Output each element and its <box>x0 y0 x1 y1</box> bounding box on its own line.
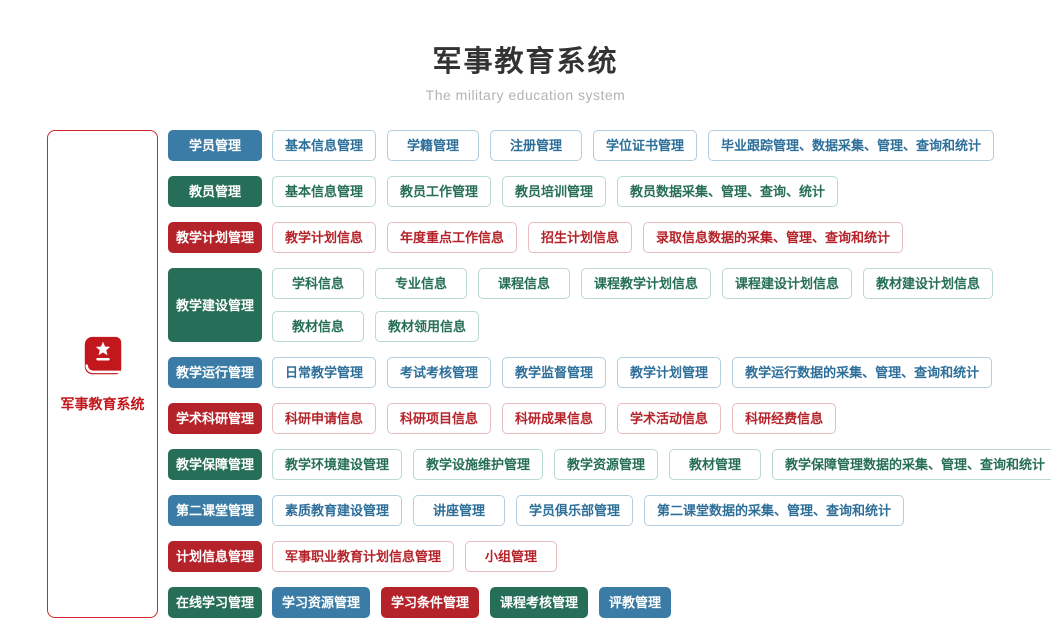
module-item-button[interactable]: 教材建设计划信息 <box>863 268 994 299</box>
module-header-button[interactable]: 教员管理 <box>168 176 262 207</box>
page-title: 军事教育系统 <box>432 46 619 78</box>
module-item-rows: 基本信息管理教员工作管理教员培训管理教员数据采集、管理、查询、统计 <box>272 176 839 207</box>
module-item-row: 学科信息专业信息课程信息课程教学计划信息课程建设计划信息教材建设计划信息 <box>272 268 994 299</box>
module-header-button[interactable]: 第二课堂管理 <box>168 495 262 526</box>
module-rows: 学员管理基本信息管理学籍管理注册管理学位证书管理毕业跟踪管理、数据采集、管理、查… <box>168 130 1051 618</box>
module-item-row: 基本信息管理学籍管理注册管理学位证书管理毕业跟踪管理、数据采集、管理、查询和统计 <box>272 130 995 161</box>
module-item-button[interactable]: 教学计划信息 <box>272 222 377 253</box>
module-item-rows: 基本信息管理学籍管理注册管理学位证书管理毕业跟踪管理、数据采集、管理、查询和统计 <box>272 130 995 161</box>
module-item-button[interactable]: 课程信息 <box>478 268 570 299</box>
module-item-button[interactable]: 基本信息管理 <box>272 176 377 207</box>
module-header-button[interactable]: 教学建设管理 <box>168 268 262 342</box>
module-header-button[interactable]: 教学计划管理 <box>168 222 262 253</box>
module-item-button[interactable]: 考试考核管理 <box>387 357 492 388</box>
module-item-button[interactable]: 科研经费信息 <box>732 403 837 434</box>
module-item-button[interactable]: 学习资源管理 <box>272 587 371 618</box>
module-item-button[interactable]: 军事职业教育计划信息管理 <box>272 541 455 572</box>
module-item-button[interactable]: 教材管理 <box>669 449 762 480</box>
page-subtitle: The military education system <box>425 87 626 103</box>
module-header-button[interactable]: 学术科研管理 <box>168 403 262 434</box>
module-row: 第二课堂管理素质教育建设管理讲座管理学员俱乐部管理第二课堂数据的采集、管理、查询… <box>168 495 905 526</box>
module-item-row: 军事职业教育计划信息管理小组管理 <box>272 541 558 572</box>
module-item-button[interactable]: 教学设施维护管理 <box>413 449 544 480</box>
module-item-row: 日常教学管理考试考核管理教学监督管理教学计划管理教学运行数据的采集、管理、查询和… <box>272 357 993 388</box>
module-item-button[interactable]: 学籍管理 <box>387 130 480 161</box>
module-item-button[interactable]: 讲座管理 <box>413 495 506 526</box>
module-item-row: 教学计划信息年度重点工作信息招生计划信息录取信息数据的采集、管理、查询和统计 <box>272 222 904 253</box>
module-item-rows: 教学计划信息年度重点工作信息招生计划信息录取信息数据的采集、管理、查询和统计 <box>272 222 904 253</box>
module-item-button[interactable]: 小组管理 <box>465 541 558 572</box>
module-item-button[interactable]: 学位证书管理 <box>593 130 698 161</box>
module-item-button[interactable]: 日常教学管理 <box>272 357 377 388</box>
module-item-row: 教材信息教材领用信息 <box>272 311 993 342</box>
module-row: 教学计划管理教学计划信息年度重点工作信息招生计划信息录取信息数据的采集、管理、查… <box>168 222 904 253</box>
module-row: 学员管理基本信息管理学籍管理注册管理学位证书管理毕业跟踪管理、数据采集、管理、查… <box>168 130 995 161</box>
module-item-rows: 素质教育建设管理讲座管理学员俱乐部管理第二课堂数据的采集、管理、查询和统计 <box>272 495 905 526</box>
page-header: 军事教育系统 The military education system <box>0 0 1051 103</box>
module-item-button[interactable]: 教学资源管理 <box>554 449 659 480</box>
module-row: 教学运行管理日常教学管理考试考核管理教学监督管理教学计划管理教学运行数据的采集、… <box>168 357 993 388</box>
module-item-button[interactable]: 专业信息 <box>375 268 467 299</box>
module-row: 教员管理基本信息管理教员工作管理教员培训管理教员数据采集、管理、查询、统计 <box>168 176 839 207</box>
module-item-row: 学习资源管理学习条件管理课程考核管理评教管理 <box>272 587 672 618</box>
module-item-button[interactable]: 招生计划信息 <box>528 222 633 253</box>
module-header-button[interactable]: 学员管理 <box>168 130 262 161</box>
module-item-button[interactable]: 教员数据采集、管理、查询、统计 <box>617 176 839 207</box>
module-row: 教学保障管理教学环境建设管理教学设施维护管理教学资源管理教材管理教学保障管理数据… <box>168 449 1051 480</box>
module-item-button[interactable]: 科研申请信息 <box>272 403 377 434</box>
module-item-row: 科研申请信息科研项目信息科研成果信息学术活动信息科研经费信息 <box>272 403 837 434</box>
module-item-row: 素质教育建设管理讲座管理学员俱乐部管理第二课堂数据的采集、管理、查询和统计 <box>272 495 905 526</box>
module-item-button[interactable]: 毕业跟踪管理、数据采集、管理、查询和统计 <box>708 130 995 161</box>
module-item-button[interactable]: 素质教育建设管理 <box>272 495 403 526</box>
module-item-button[interactable]: 教学环境建设管理 <box>272 449 403 480</box>
module-header-button[interactable]: 计划信息管理 <box>168 541 262 572</box>
module-item-button[interactable]: 评教管理 <box>599 587 672 618</box>
module-item-button[interactable]: 教学监督管理 <box>502 357 607 388</box>
module-item-button[interactable]: 年度重点工作信息 <box>387 222 518 253</box>
module-item-button[interactable]: 教学计划管理 <box>617 357 722 388</box>
module-item-rows: 教学环境建设管理教学设施维护管理教学资源管理教材管理教学保障管理数据的采集、管理… <box>272 449 1051 480</box>
root-system-panel: 军事教育系统 <box>47 130 158 618</box>
module-item-button[interactable]: 课程考核管理 <box>490 587 589 618</box>
module-item-button[interactable]: 学科信息 <box>272 268 364 299</box>
module-item-row: 教学环境建设管理教学设施维护管理教学资源管理教材管理教学保障管理数据的采集、管理… <box>272 449 1051 480</box>
module-item-button[interactable]: 教员培训管理 <box>502 176 607 207</box>
module-item-rows: 学科信息专业信息课程信息课程教学计划信息课程建设计划信息教材建设计划信息教材信息… <box>272 268 994 342</box>
module-item-rows: 学习资源管理学习条件管理课程考核管理评教管理 <box>272 587 672 618</box>
module-item-button[interactable]: 注册管理 <box>490 130 583 161</box>
module-item-button[interactable]: 教学运行数据的采集、管理、查询和统计 <box>732 357 993 388</box>
module-item-rows: 日常教学管理考试考核管理教学监督管理教学计划管理教学运行数据的采集、管理、查询和… <box>272 357 993 388</box>
module-item-row: 基本信息管理教员工作管理教员培训管理教员数据采集、管理、查询、统计 <box>272 176 839 207</box>
content: 军事教育系统 学员管理基本信息管理学籍管理注册管理学位证书管理毕业跟踪管理、数据… <box>47 130 1051 618</box>
module-header-button[interactable]: 教学保障管理 <box>168 449 262 480</box>
module-row: 在线学习管理学习资源管理学习条件管理课程考核管理评教管理 <box>168 587 672 618</box>
module-item-button[interactable]: 教材领用信息 <box>375 311 480 342</box>
module-item-button[interactable]: 科研成果信息 <box>502 403 607 434</box>
module-item-button[interactable]: 录取信息数据的采集、管理、查询和统计 <box>643 222 904 253</box>
module-item-rows: 科研申请信息科研项目信息科研成果信息学术活动信息科研经费信息 <box>272 403 837 434</box>
book-star-icon <box>80 334 126 380</box>
module-item-button[interactable]: 第二课堂数据的采集、管理、查询和统计 <box>644 495 905 526</box>
module-item-button[interactable]: 教员工作管理 <box>387 176 492 207</box>
module-item-button[interactable]: 课程教学计划信息 <box>581 268 712 299</box>
module-row: 计划信息管理军事职业教育计划信息管理小组管理 <box>168 541 558 572</box>
module-item-button[interactable]: 教材信息 <box>272 311 364 342</box>
module-header-button[interactable]: 在线学习管理 <box>168 587 262 618</box>
module-item-button[interactable]: 学员俱乐部管理 <box>516 495 634 526</box>
module-header-button[interactable]: 教学运行管理 <box>168 357 262 388</box>
module-item-button[interactable]: 学习条件管理 <box>381 587 480 618</box>
module-row: 教学建设管理学科信息专业信息课程信息课程教学计划信息课程建设计划信息教材建设计划… <box>168 268 994 342</box>
module-item-button[interactable]: 基本信息管理 <box>272 130 377 161</box>
module-item-button[interactable]: 科研项目信息 <box>387 403 492 434</box>
root-system-label: 军事教育系统 <box>60 396 145 412</box>
module-row: 学术科研管理科研申请信息科研项目信息科研成果信息学术活动信息科研经费信息 <box>168 403 837 434</box>
module-item-button[interactable]: 课程建设计划信息 <box>722 268 853 299</box>
module-item-button[interactable]: 教学保障管理数据的采集、管理、查询和统计 <box>772 449 1051 480</box>
module-item-button[interactable]: 学术活动信息 <box>617 403 722 434</box>
module-item-rows: 军事职业教育计划信息管理小组管理 <box>272 541 558 572</box>
root-system-inner: 军事教育系统 <box>61 334 145 414</box>
